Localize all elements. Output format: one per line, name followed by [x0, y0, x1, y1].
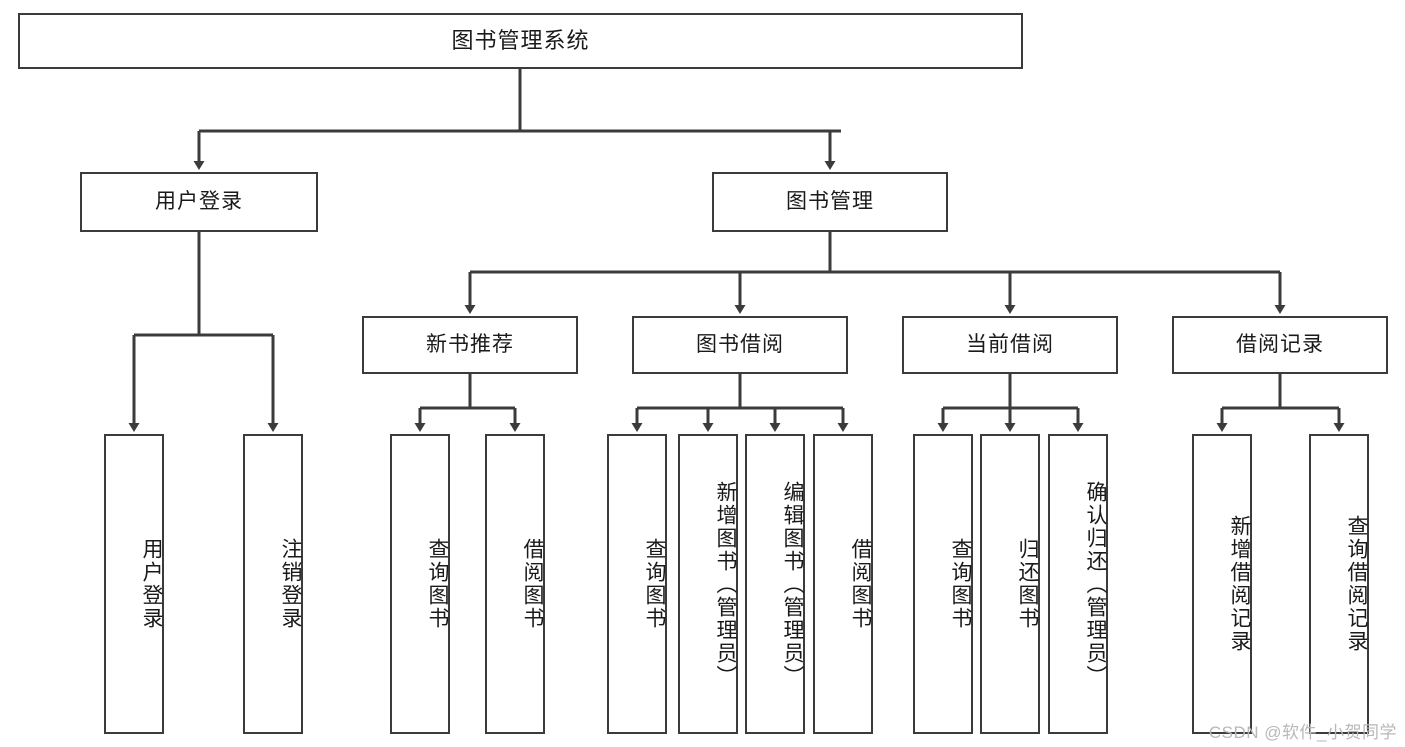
- node-current-borrow[interactable]: 当前借阅: [902, 316, 1118, 374]
- node-book-manage[interactable]: 图书管理: [712, 172, 948, 232]
- node-leaf-query-book-3[interactable]: 查询图书: [913, 434, 973, 734]
- node-label: 借阅图书: [849, 538, 872, 630]
- node-root[interactable]: 图书管理系统: [18, 13, 1023, 69]
- node-leaf-add-record[interactable]: 新增借阅记录: [1192, 434, 1252, 734]
- node-leaf-confirm-return[interactable]: 确认归还（管理员）: [1048, 434, 1108, 734]
- node-label: 图书管理: [786, 190, 874, 214]
- node-label: 用户登录: [140, 538, 163, 630]
- node-label: 借阅记录: [1236, 333, 1324, 357]
- node-leaf-add-book[interactable]: 新增图书（管理员）: [678, 434, 738, 734]
- node-label: 新增图书（管理员）: [714, 480, 737, 688]
- node-label: 图书管理系统: [451, 27, 590, 53]
- node-leaf-user-login[interactable]: 用户登录: [104, 434, 164, 734]
- node-label: 编辑图书（管理员）: [781, 480, 804, 688]
- node-label: 借阅图书: [521, 538, 544, 630]
- node-label: 归还图书: [1016, 538, 1039, 630]
- node-borrow-record[interactable]: 借阅记录: [1172, 316, 1388, 374]
- node-user-login[interactable]: 用户登录: [80, 172, 318, 232]
- node-leaf-borrow-book-2[interactable]: 借阅图书: [813, 434, 873, 734]
- node-leaf-query-record[interactable]: 查询借阅记录: [1309, 434, 1369, 734]
- node-label: 查询图书: [643, 538, 666, 630]
- node-label: 图书借阅: [696, 333, 784, 357]
- node-leaf-borrow-book-1[interactable]: 借阅图书: [485, 434, 545, 734]
- node-leaf-query-book-2[interactable]: 查询图书: [607, 434, 667, 734]
- node-label: 查询借阅记录: [1345, 515, 1368, 653]
- node-label: 当前借阅: [966, 333, 1054, 357]
- node-leaf-query-book-1[interactable]: 查询图书: [390, 434, 450, 734]
- csdn-watermark: CSDN @软件_小贺同学: [1208, 723, 1397, 742]
- node-leaf-return-book[interactable]: 归还图书: [980, 434, 1040, 734]
- node-book-borrow[interactable]: 图书借阅: [632, 316, 848, 374]
- node-label: 新书推荐: [426, 333, 514, 357]
- node-label: 新增借阅记录: [1228, 515, 1251, 653]
- node-label: 查询图书: [426, 538, 449, 630]
- node-label: 用户登录: [155, 190, 243, 214]
- node-leaf-edit-book[interactable]: 编辑图书（管理员）: [745, 434, 805, 734]
- node-label: 确认归还（管理员）: [1084, 480, 1107, 688]
- node-label: 注销登录: [279, 538, 302, 630]
- node-label: 查询图书: [949, 538, 972, 630]
- node-new-book-recommend[interactable]: 新书推荐: [362, 316, 578, 374]
- node-leaf-logout[interactable]: 注销登录: [243, 434, 303, 734]
